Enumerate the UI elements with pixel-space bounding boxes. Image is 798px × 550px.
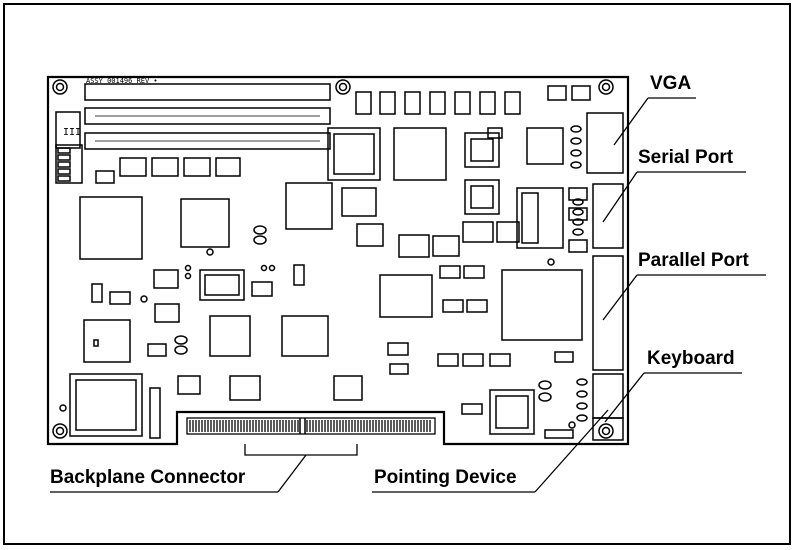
jumper-label: III	[63, 127, 81, 138]
parallel-port-label: Parallel Port	[638, 250, 749, 271]
serial-leader	[602, 171, 638, 223]
diagram-frame	[3, 3, 791, 545]
ic-chip	[180, 198, 230, 248]
backplane-connector-label: Backplane Connector	[50, 467, 246, 488]
ic-chip	[393, 127, 447, 181]
memory-slot	[84, 107, 331, 125]
vga-label: VGA	[650, 73, 692, 94]
ic-chip	[83, 319, 131, 363]
vga-leader	[613, 97, 649, 146]
keyboard-label: Keyboard	[647, 348, 735, 369]
serial-port-label: Serial Port	[638, 147, 734, 168]
memory-slot	[84, 132, 331, 150]
mounting-hole	[52, 79, 68, 95]
mounting-hole	[598, 423, 614, 439]
mounting-hole	[52, 423, 68, 439]
mounting-hole	[335, 79, 351, 95]
pointing-leader	[534, 409, 609, 493]
backplane-leader	[277, 454, 307, 493]
pointing-device-label: Pointing Device	[374, 467, 517, 488]
ic-chip	[281, 315, 329, 357]
keyboard-connector	[592, 373, 624, 419]
vga-connector	[586, 112, 624, 174]
serial-connector	[592, 183, 624, 249]
backplane-connector	[186, 417, 436, 435]
keyboard-leader	[604, 372, 645, 423]
parallel-connector	[592, 255, 624, 371]
ic-chip	[501, 269, 583, 341]
board-silkscreen: ASSY 001496 REV •	[86, 77, 158, 85]
backplane-bracket	[244, 444, 358, 456]
ic-chip	[79, 196, 143, 260]
mounting-hole	[598, 79, 614, 95]
circuit-board-outline	[46, 75, 630, 446]
ic-chip	[69, 373, 143, 437]
memory-slot	[84, 83, 331, 101]
ic-chip	[526, 127, 564, 165]
ic-chip	[379, 274, 433, 318]
parallel-leader	[602, 274, 638, 321]
ic-chip	[285, 182, 333, 230]
ic-chip	[327, 127, 381, 181]
ic-chip	[209, 315, 251, 357]
ic-chip	[489, 389, 535, 435]
